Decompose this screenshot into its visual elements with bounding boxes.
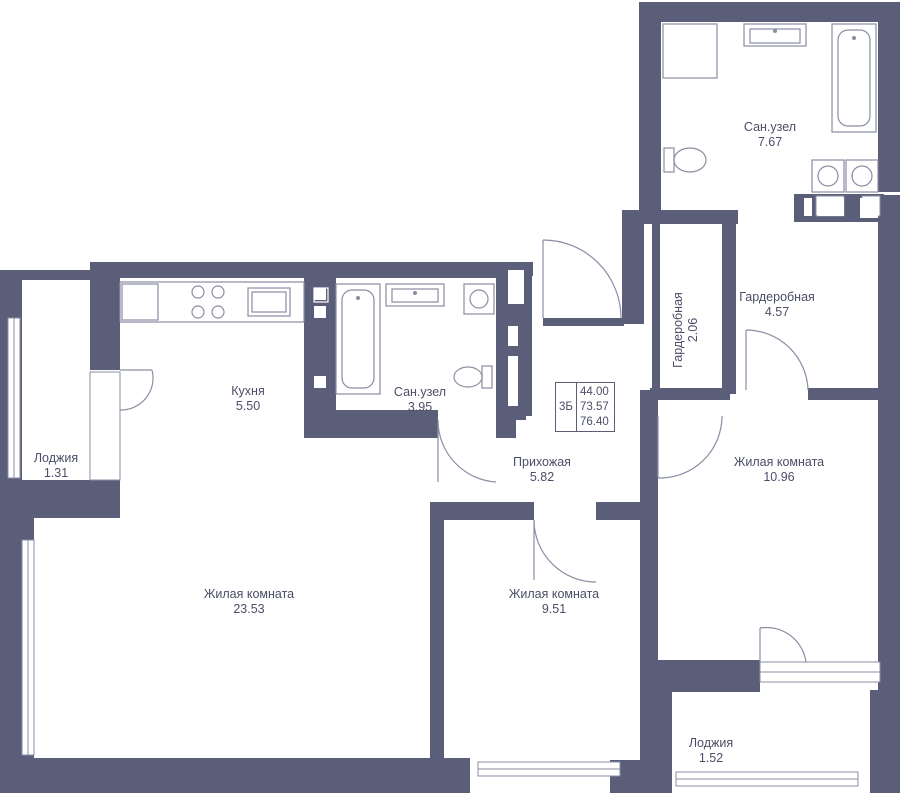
area-total-with-loggias: 76.40 — [580, 415, 609, 428]
room-name: Кухня — [231, 384, 265, 398]
room-name: Лоджия — [33, 451, 79, 465]
room-name: Жилая комната — [508, 587, 600, 601]
room-label-wardrobe-small: Гардеробная 2.06 — [671, 292, 701, 368]
room-label-loggia-bottom: Лоджия 1.52 — [689, 736, 733, 766]
room-label-hall: Прихожая 5.82 — [513, 455, 571, 485]
room-area: 3.95 — [407, 400, 433, 414]
faucets — [356, 29, 856, 300]
room-area: 5.82 — [529, 470, 555, 484]
area-living: 44.00 — [580, 385, 609, 398]
shower-tray — [662, 23, 718, 79]
room-area: 4.57 — [764, 305, 790, 319]
room-label-living-large: Жилая комната 23.53 — [204, 587, 294, 617]
room-name: Сан.узел — [743, 120, 797, 134]
room-label-living-mid: Жилая комната 9.51 — [509, 587, 599, 617]
apartment-summary-badge: 3Б 44.00 73.57 76.40 — [555, 382, 615, 432]
room-label-kitchen: Кухня 5.50 — [231, 384, 264, 414]
room-label-bath-small: Сан.узел 3.95 — [394, 385, 446, 415]
area-total: 73.57 — [580, 400, 609, 413]
room-area: 9.51 — [541, 602, 567, 616]
room-name: Гардеробная — [739, 290, 815, 304]
room-area: 2.06 — [686, 317, 700, 343]
room-label-loggia-left: Лоджия 1.31 — [34, 451, 78, 481]
doors — [119, 239, 809, 663]
room-area: 5.50 — [235, 399, 261, 413]
room-name: Сан.узел — [393, 385, 447, 399]
room-area: 7.67 — [757, 135, 783, 149]
room-label-bath-large: Сан.узел 7.67 — [744, 120, 796, 150]
room-label-living-right: Жилая комната 10.96 — [734, 455, 824, 485]
apartment-code: 3Б — [556, 383, 577, 431]
room-name: Жилая комната — [203, 587, 295, 601]
room-label-wardrobe: Гардеробная 4.57 — [739, 290, 815, 320]
window-lines — [13, 318, 880, 780]
wall-notches — [314, 198, 878, 406]
room-name: Лоджия — [688, 736, 734, 750]
room-area: 1.31 — [43, 466, 69, 480]
room-name: Жилая комната — [733, 455, 825, 469]
room-name: Прихожая — [513, 455, 571, 469]
fixtures — [119, 23, 879, 395]
room-area: 23.53 — [233, 602, 265, 616]
room-area: 10.96 — [763, 470, 795, 484]
room-area: 1.52 — [698, 751, 724, 765]
room-name: Гардеробная — [671, 292, 685, 368]
area-values: 44.00 73.57 76.40 — [577, 383, 614, 431]
